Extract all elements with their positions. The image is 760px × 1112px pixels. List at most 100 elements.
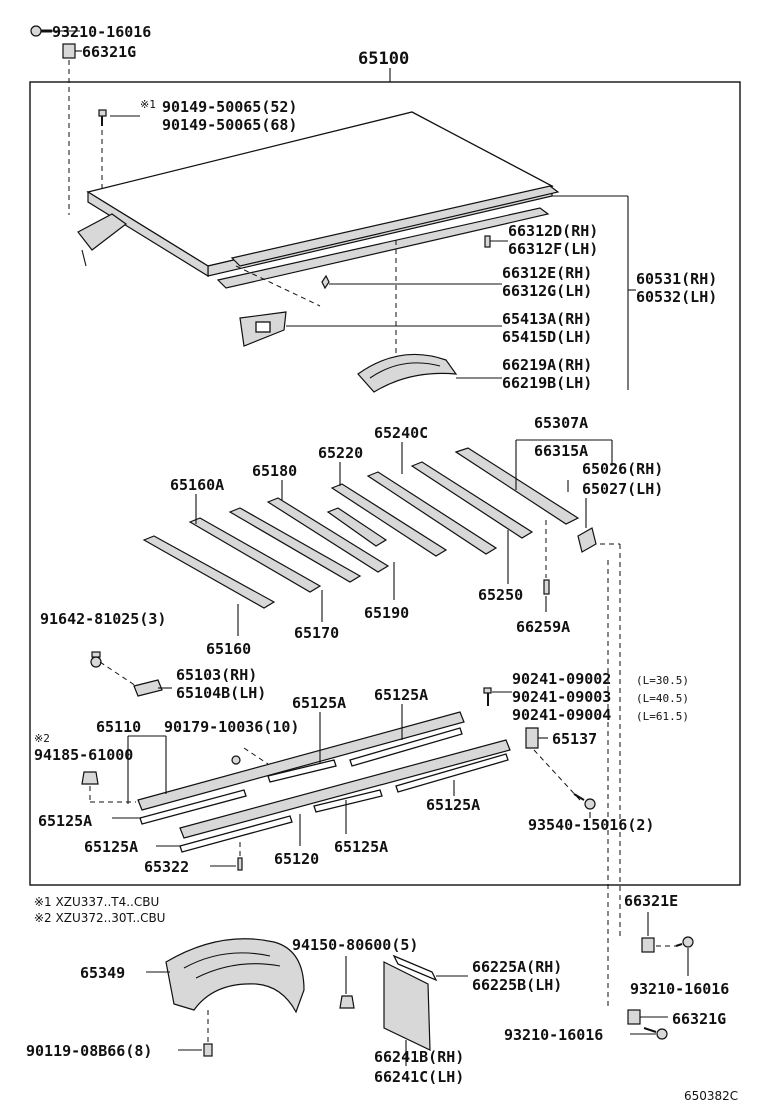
label-90241-09002-len: (L=30.5) bbox=[636, 674, 689, 687]
label-65027: 65027(LH) bbox=[582, 480, 663, 498]
bolt-93540 bbox=[573, 793, 596, 810]
label-66312F: 66312F(LH) bbox=[508, 240, 598, 258]
label-65137: 65137 bbox=[552, 730, 597, 748]
label-65104B: 65104B(LH) bbox=[176, 684, 266, 702]
pin-65322 bbox=[210, 842, 243, 871]
label-90149-68: 90149-50065(68) bbox=[162, 116, 297, 134]
label-65026: 65026(RH) bbox=[582, 460, 663, 478]
label-66312D: 66312D(RH) bbox=[508, 222, 598, 240]
label-mark1: ※1 bbox=[140, 98, 156, 111]
label-66225A: 66225A(RH) bbox=[472, 958, 562, 976]
crossmember-65160A bbox=[188, 517, 322, 593]
crossmember-65307A bbox=[454, 447, 580, 525]
label-90149-52: 90149-50065(52) bbox=[162, 98, 297, 116]
label-65413A: 65413A(RH) bbox=[502, 310, 592, 328]
mudflap-66241 bbox=[383, 961, 431, 1066]
crossmember-65170 bbox=[228, 507, 362, 583]
dash-pin bbox=[235, 265, 321, 307]
label-65100: 65100 bbox=[358, 49, 409, 69]
label-66321E: 66321E bbox=[624, 892, 678, 910]
label-65125A-6: 65125A bbox=[334, 838, 388, 856]
bracket-65103 bbox=[133, 679, 163, 697]
label-65250: 65250 bbox=[478, 586, 523, 604]
strip-65125A-d bbox=[179, 815, 293, 853]
label-66312G: 66312G(LH) bbox=[502, 282, 592, 300]
bracket-65413A bbox=[239, 311, 502, 347]
label-mark2: ※2 bbox=[34, 732, 50, 745]
bracket-left bbox=[77, 213, 128, 267]
bolt-93210-16016-b bbox=[630, 1027, 668, 1040]
label-66312E: 66312E(RH) bbox=[502, 264, 592, 282]
assembly-frame bbox=[29, 81, 741, 886]
label-93210-16016-top: 93210-16016 bbox=[52, 23, 151, 41]
side-rail-upper bbox=[216, 185, 560, 289]
label-65110: 65110 bbox=[96, 718, 141, 736]
label-93540: 93540-15016(2) bbox=[528, 816, 654, 834]
wheel-cover-66219 bbox=[357, 353, 502, 393]
label-65125A-2: 65125A bbox=[374, 686, 428, 704]
crossmember-65160 bbox=[142, 535, 276, 609]
label-65125A-1: 65125A bbox=[292, 694, 346, 712]
label-65160: 65160 bbox=[206, 640, 251, 658]
bolt-90119 bbox=[178, 1043, 213, 1057]
pin-66312E bbox=[321, 274, 502, 290]
label-65125A-5: 65125A bbox=[84, 838, 138, 856]
label-65240C: 65240C bbox=[374, 424, 428, 442]
clip-66321G-top bbox=[62, 43, 82, 59]
label-65220: 65220 bbox=[318, 444, 363, 462]
crossmember-65220 bbox=[330, 483, 448, 557]
label-66241B: 66241B(RH) bbox=[374, 1048, 464, 1066]
label-91642: 91642-81025(3) bbox=[40, 610, 166, 628]
diagram-id: 650382C bbox=[684, 1089, 738, 1103]
label-90241-09003: 90241-09003 bbox=[512, 688, 611, 706]
mudguard-65349 bbox=[146, 938, 305, 1044]
label-60531: 60531(RH) bbox=[636, 270, 717, 288]
label-65120: 65120 bbox=[274, 850, 319, 868]
crossmember-65240C bbox=[366, 471, 498, 555]
strip-65125A-a bbox=[139, 789, 247, 825]
label-65125A-3: 65125A bbox=[38, 812, 92, 830]
label-66241C: 66241C(LH) bbox=[374, 1068, 464, 1086]
label-60532: 60532(LH) bbox=[636, 288, 717, 306]
label-90119: 90119-08B66(8) bbox=[26, 1042, 152, 1060]
label-90241-09004-len: (L=61.5) bbox=[636, 710, 689, 723]
floor-panel bbox=[86, 111, 554, 278]
note-1: ※1 XZU337..T4..CBU bbox=[34, 895, 159, 909]
bolt-93210-16016-r bbox=[656, 936, 694, 976]
label-94185: 94185-61000 bbox=[34, 746, 133, 764]
clip-66321E bbox=[641, 912, 655, 953]
label-90179: 90179-10036(10) bbox=[164, 718, 299, 736]
screw-90149 bbox=[98, 109, 140, 188]
label-65322: 65322 bbox=[144, 858, 189, 876]
bracket-65137 bbox=[525, 727, 581, 801]
crossmember-65180 bbox=[266, 497, 390, 573]
label-66219A: 66219A(RH) bbox=[502, 356, 592, 374]
pin-66312D bbox=[484, 235, 508, 248]
label-94150: 94150-80600(5) bbox=[292, 936, 418, 954]
bolt-93210-16016-top bbox=[30, 25, 80, 37]
side-member-65120 bbox=[179, 739, 511, 839]
bolt-91642 bbox=[90, 651, 137, 687]
bracket-65026 bbox=[577, 527, 597, 553]
label-65160A: 65160A bbox=[170, 476, 224, 494]
clip-66321G-b bbox=[627, 1009, 668, 1025]
label-66321G-b: 66321G bbox=[672, 1010, 726, 1028]
label-65190: 65190 bbox=[364, 604, 409, 622]
side-member-65110 bbox=[137, 711, 465, 811]
label-65307A: 65307A bbox=[534, 414, 588, 432]
bolt-90241 bbox=[483, 687, 512, 706]
label-65125A-4: 65125A bbox=[426, 796, 480, 814]
strip-65125A-c bbox=[349, 727, 463, 767]
label-66219B: 66219B(LH) bbox=[502, 374, 592, 392]
label-66321G-top: 66321G bbox=[82, 43, 136, 61]
strip-65125A-b bbox=[267, 759, 337, 783]
strip-65125A-f bbox=[395, 753, 509, 793]
label-90241-09003-len: (L=40.5) bbox=[636, 692, 689, 705]
label-66315A: 66315A bbox=[534, 442, 588, 460]
label-93210-16016-r: 93210-16016 bbox=[630, 980, 729, 998]
label-90241-09004: 90241-09004 bbox=[512, 706, 611, 724]
nut-94150 bbox=[339, 956, 355, 1009]
label-90241-09002: 90241-09002 bbox=[512, 670, 611, 688]
